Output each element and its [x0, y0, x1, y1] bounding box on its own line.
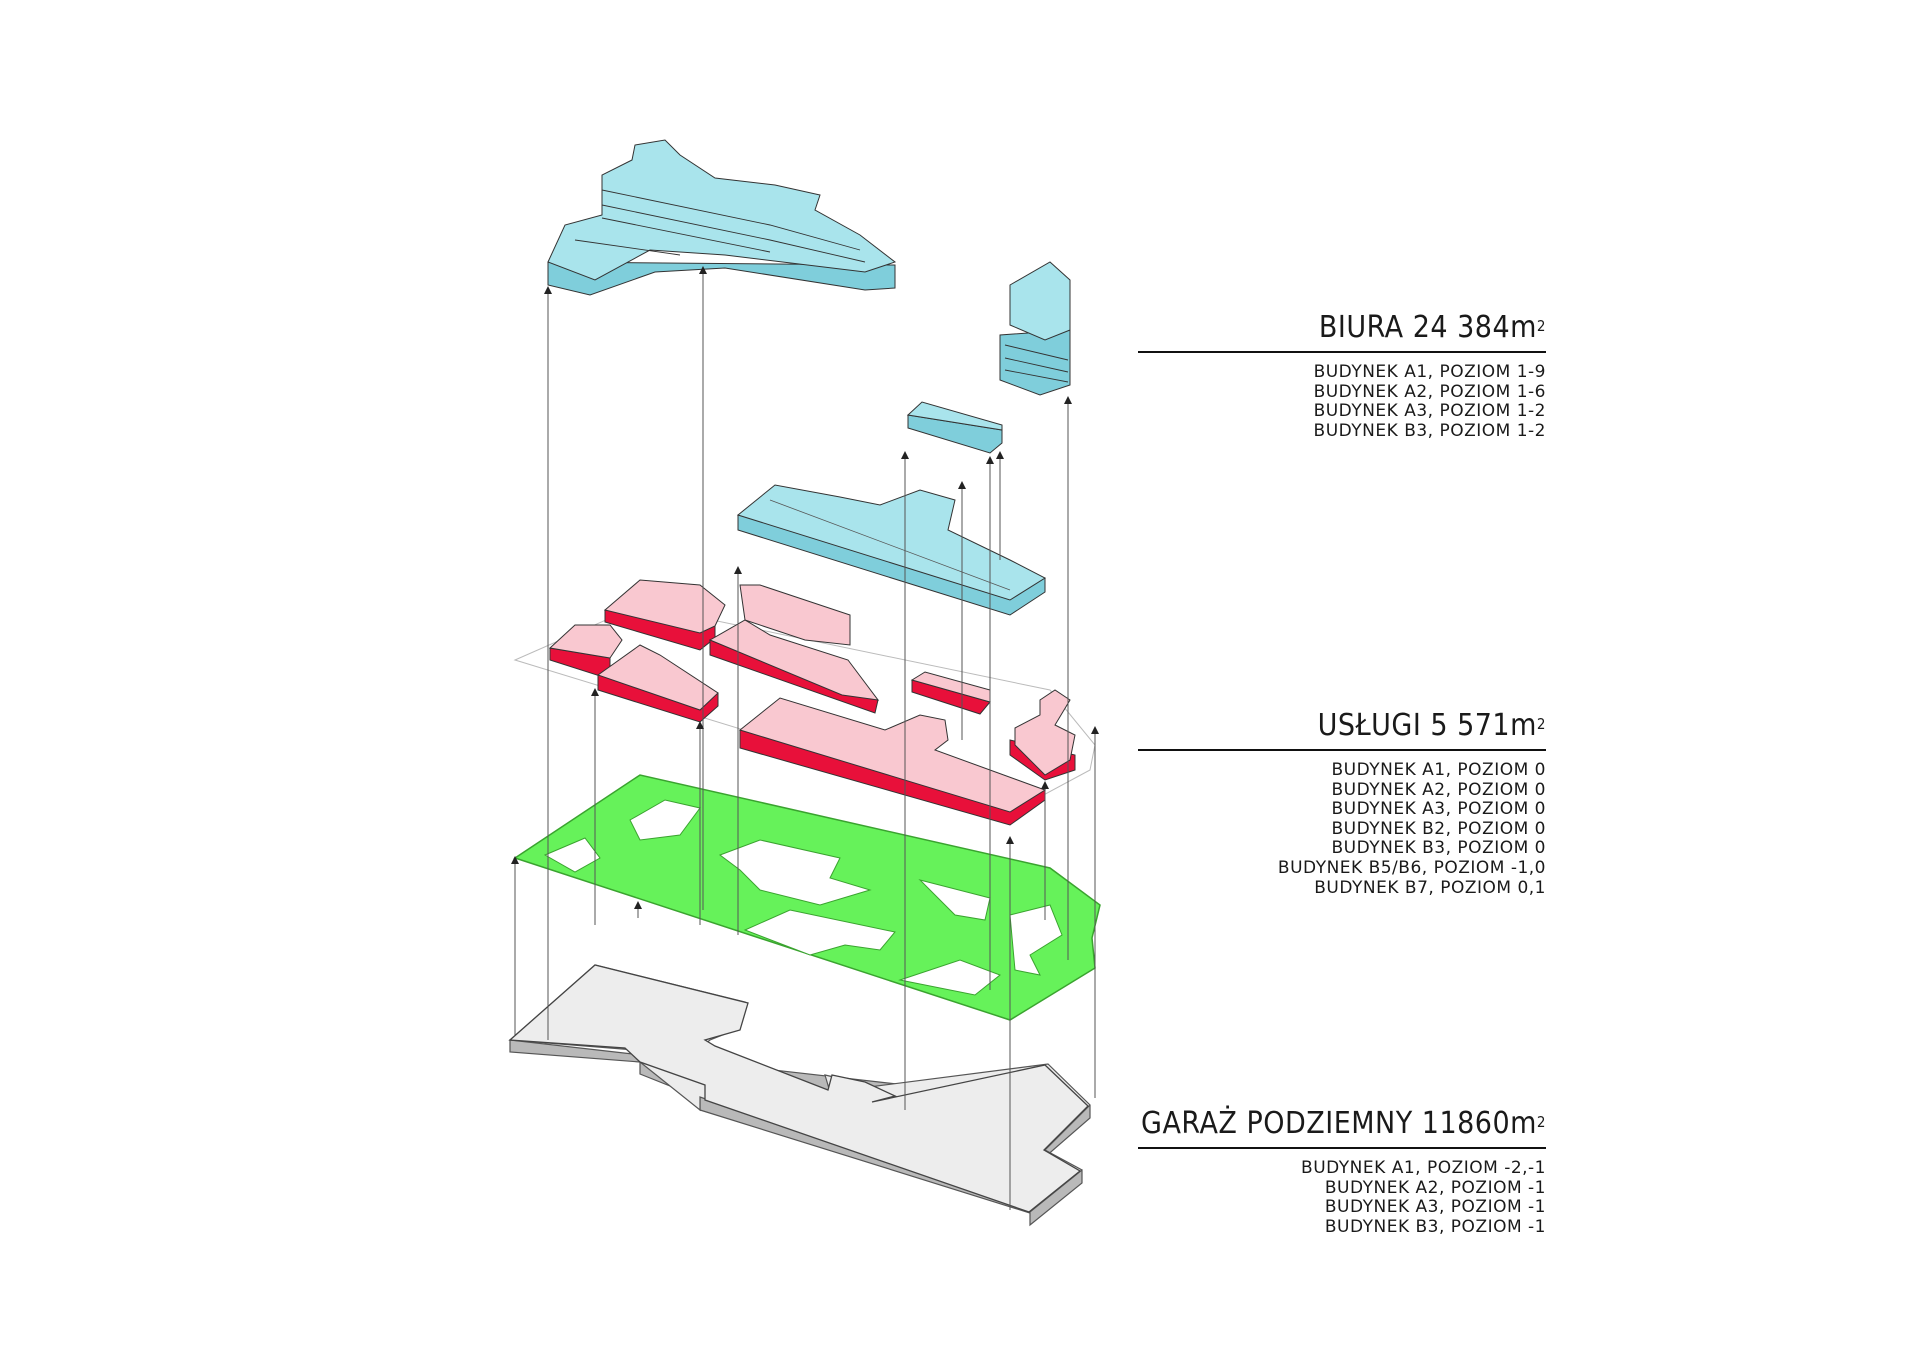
- legend-offices-list: BUDYNEK A1, POZIOM 1-9 BUDYNEK A2, POZIO…: [1026, 362, 1546, 441]
- legend-services: USŁUGI 5 571m2 BUDYNEK A1, POZIOM 0 BUDY…: [1026, 708, 1546, 898]
- green-void-5: [918, 879, 991, 921]
- green-void-3: [718, 839, 872, 906]
- office-tower-top: [1009, 261, 1071, 341]
- green-void-4: [743, 909, 896, 956]
- legend-services-item: BUDYNEK A1, POZIOM 0: [1331, 760, 1546, 780]
- legend-services-title: USŁUGI 5 571m2: [1317, 708, 1546, 743]
- service-block-1-top: [548, 624, 623, 659]
- green-void-6: [1009, 904, 1063, 976]
- legend-services-item: BUDYNEK B7, POZIOM 0,1: [1314, 877, 1546, 898]
- legend-offices-rule: [1138, 351, 1546, 353]
- legend-services-item: BUDYNEK B2, POZIOM 0: [1331, 818, 1546, 839]
- legend-garage-rule: [1138, 1147, 1546, 1149]
- service-block-2-top: [603, 579, 726, 634]
- legend-offices-title: BIURA 24 384m2: [1318, 310, 1546, 345]
- offices-layer: [547, 139, 1071, 616]
- legend-offices-item: BUDYNEK A1, POZIOM 1-9: [1313, 362, 1546, 382]
- legend-services-rule: [1138, 749, 1546, 751]
- legend-garage-item: BUDYNEK A1, POZIOM -2,-1: [1301, 1158, 1546, 1178]
- legend-offices-item: BUDYNEK A3, POZIOM 1-2: [1313, 401, 1546, 422]
- legend-garage: GARAŻ PODZIEMNY 11860m2 BUDYNEK A1, POZI…: [1026, 1106, 1546, 1237]
- legend-garage-item: BUDYNEK A2, POZIOM -1: [1324, 1177, 1546, 1198]
- legend-garage-item: BUDYNEK A3, POZIOM -1: [1324, 1197, 1546, 1218]
- connector-lines: [511, 266, 1099, 1210]
- legend-offices-item: BUDYNEK B3, POZIOM 1-2: [1313, 420, 1546, 441]
- green-void-2: [629, 799, 701, 841]
- green-void-1: [543, 837, 601, 873]
- office-building-bar-top: [906, 401, 1003, 431]
- legend-services-item: BUDYNEK A3, POZIOM 0: [1331, 799, 1546, 820]
- legend-garage-list: BUDYNEK A1, POZIOM -2,-1 BUDYNEK A2, POZ…: [1026, 1158, 1546, 1237]
- legend-services-item: BUDYNEK B3, POZIOM 0: [1331, 838, 1546, 859]
- legend-offices-item: BUDYNEK A2, POZIOM 1-6: [1313, 381, 1546, 402]
- services-layer: [513, 579, 1096, 826]
- legend-services-item: BUDYNEK B5/B6, POZIOM -1,0: [1277, 857, 1546, 878]
- legend-services-list: BUDYNEK A1, POZIOM 0 BUDYNEK A2, POZIOM …: [1026, 760, 1546, 898]
- service-block-4b-top: [739, 584, 851, 646]
- ground-level-layer: [513, 774, 1101, 1021]
- garage-layer: [508, 964, 1091, 1227]
- green-void-7: [898, 959, 1001, 996]
- legend-garage-item: BUDYNEK B3, POZIOM -1: [1324, 1216, 1546, 1237]
- legend-offices: BIURA 24 384m2 BUDYNEK A1, POZIOM 1-9 BU…: [1026, 310, 1546, 441]
- office-upper-top: [547, 139, 897, 281]
- office-building-low-top: [736, 484, 1047, 601]
- legend-garage-title: GARAŻ PODZIEMNY 11860m2: [1141, 1106, 1546, 1141]
- garage-slab-top-main: [508, 964, 1089, 1213]
- service-block-6-top: [738, 697, 1047, 813]
- office-upper-side: [547, 261, 896, 296]
- legend-services-item: BUDYNEK A2, POZIOM 0: [1331, 779, 1546, 800]
- service-block-3-top: [596, 644, 719, 711]
- service-block-7-top: [1014, 689, 1076, 776]
